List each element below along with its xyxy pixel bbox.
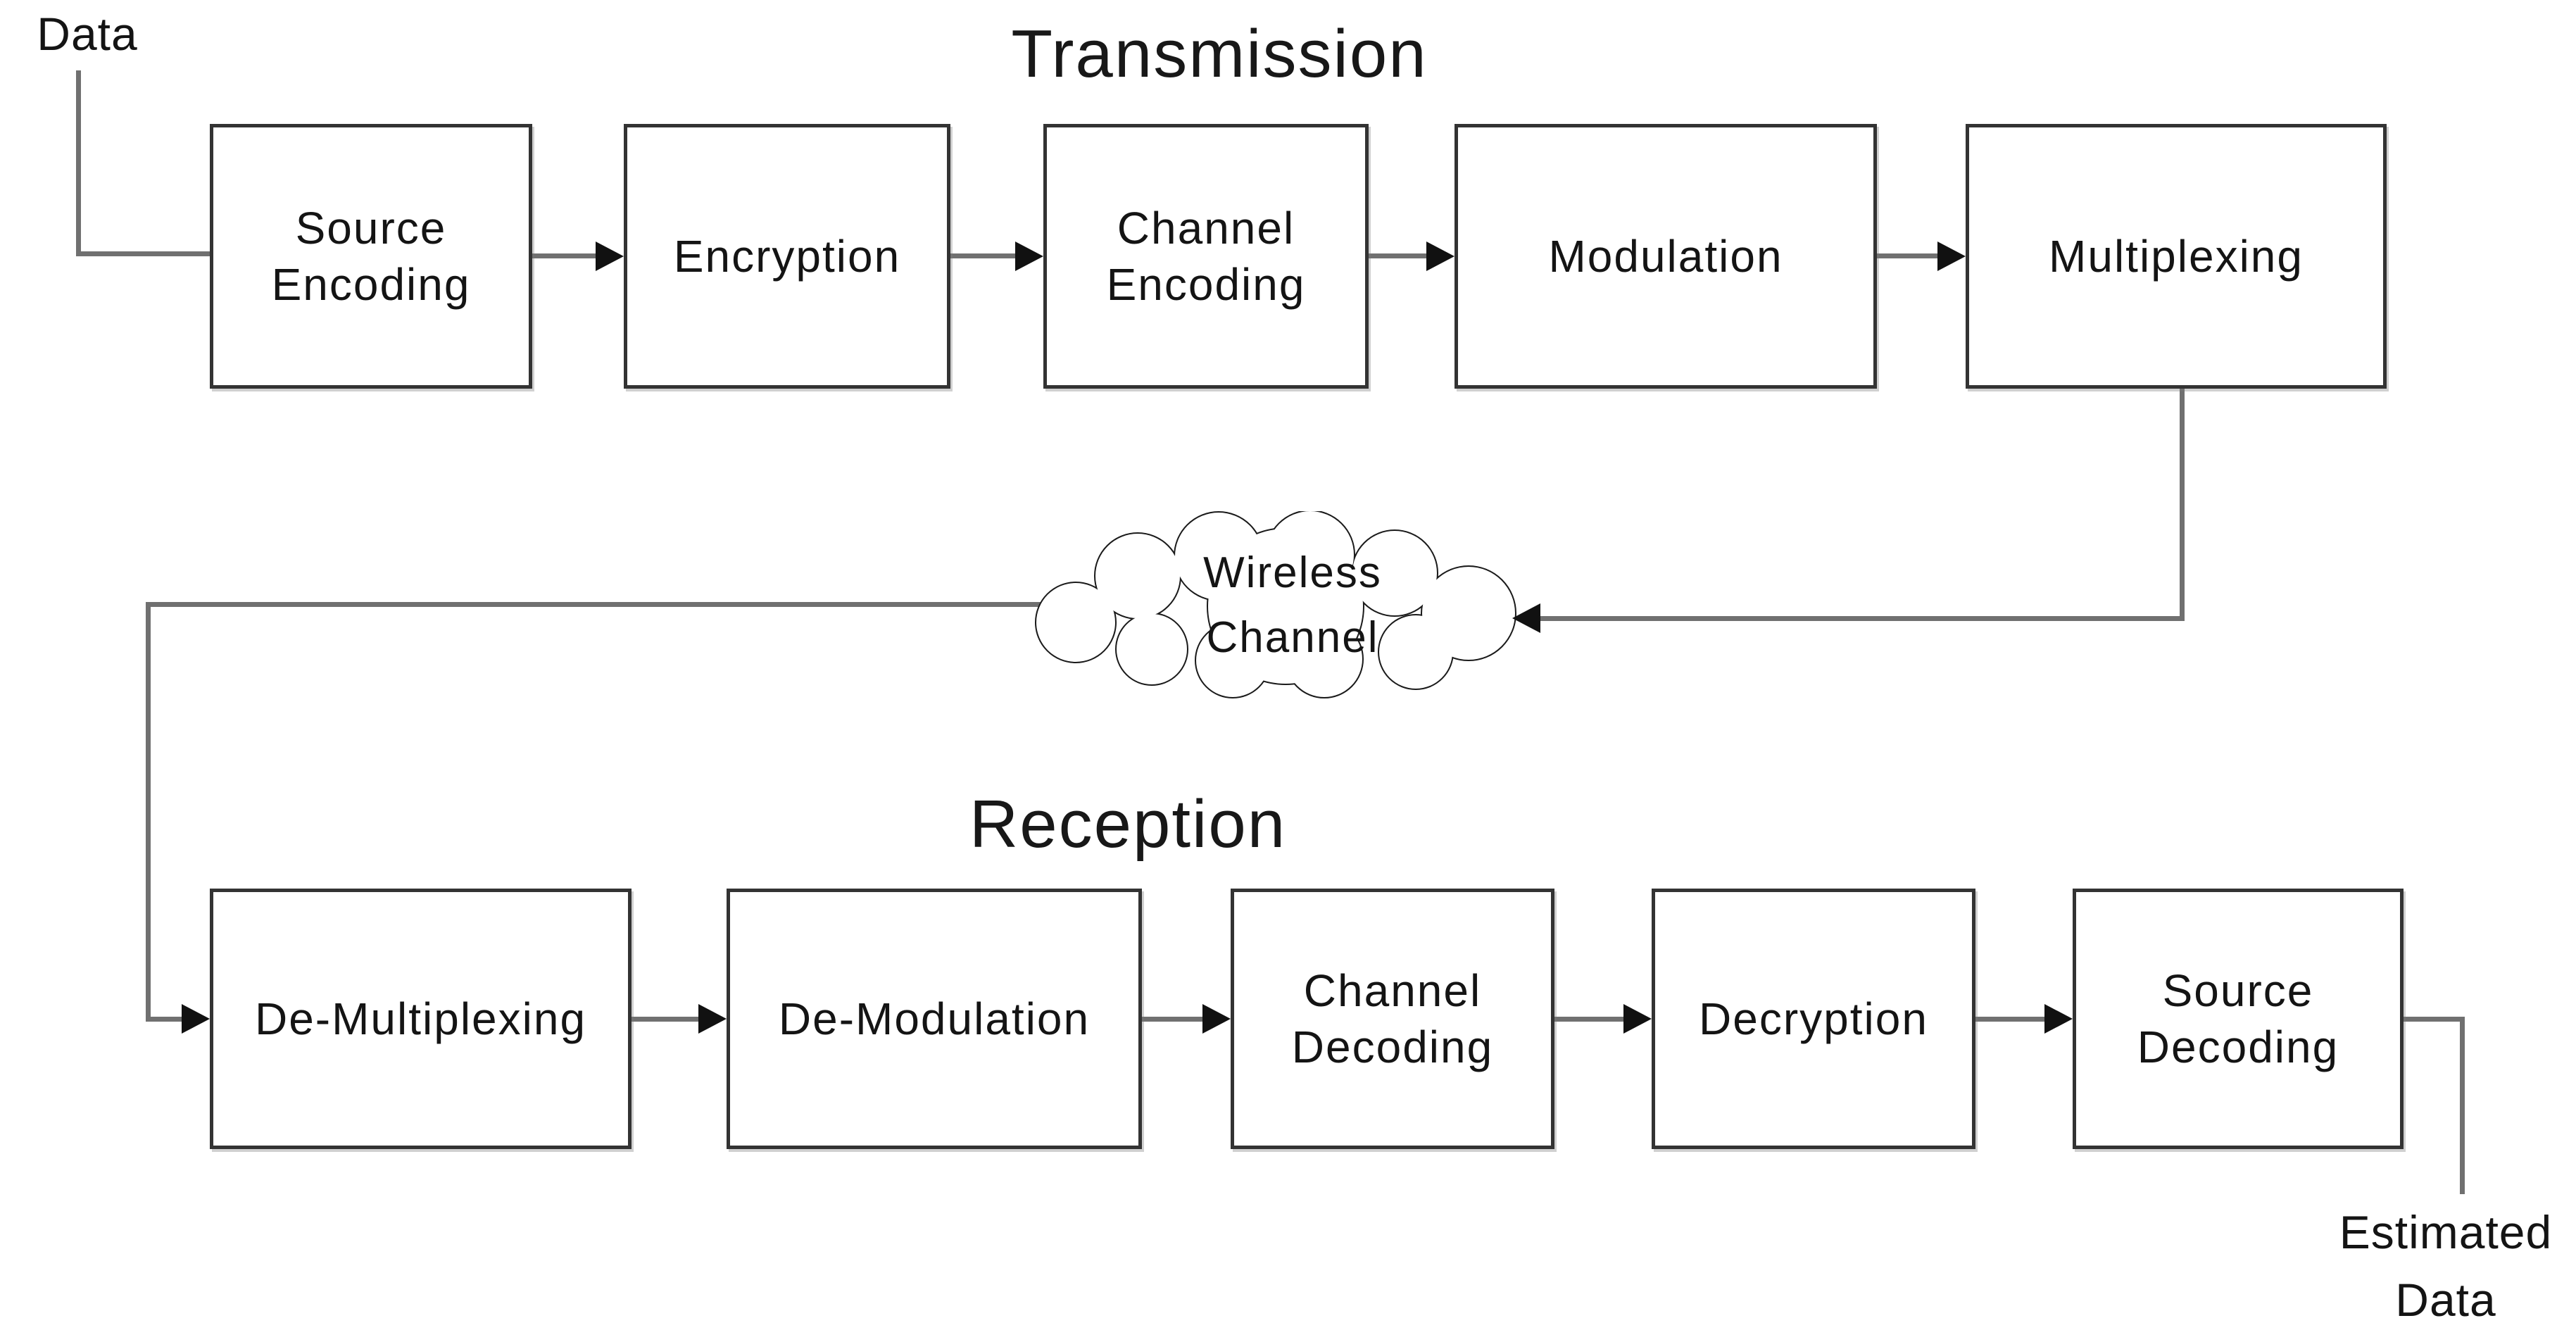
block-decryption: Decryption	[1652, 889, 1975, 1149]
arrow-shaft-demod-to-chdec	[1141, 1017, 1204, 1022]
data-input-label: Data	[37, 8, 138, 60]
connector-data-vertical	[76, 70, 81, 256]
connector-output-vertical	[2460, 1017, 2465, 1194]
block-source-encoding: Source Encoding	[210, 124, 532, 389]
block-channel-encoding: Channel Encoding	[1043, 124, 1369, 389]
block-channel-decoding: Channel Decoding	[1231, 889, 1554, 1149]
arrow-shaft-decryption-to-srcdec	[1974, 1017, 2046, 1022]
connector-cloud-out-horizontal	[146, 602, 1103, 607]
estimated-data-output-label: Estimated Data	[2339, 1206, 2553, 1326]
cloud-label-line1: Wireless	[1203, 548, 1382, 597]
arrow-shaft-into-demultiplexing	[146, 1017, 188, 1022]
block-de-modulation: De-Modulation	[727, 889, 1142, 1149]
arrowhead-channelenc-to-modulation	[1426, 242, 1455, 271]
arrowhead-chdec-to-decryption	[1623, 1004, 1652, 1034]
reception-title: Reception	[969, 786, 1287, 862]
arrowhead-into-demultiplexing	[182, 1004, 210, 1034]
arrowhead-demux-to-demod	[698, 1004, 727, 1034]
connector-output-horizontal	[2402, 1017, 2465, 1022]
connector-multiplexing-to-cloud	[1533, 616, 2185, 621]
connector-multiplexing-down	[2180, 387, 2185, 621]
arrowhead-demod-to-chdec	[1202, 1004, 1231, 1034]
arrow-shaft-channelenc-to-modulation	[1367, 253, 1429, 258]
block-multiplexing: Multiplexing	[1966, 124, 2387, 389]
arrow-shaft-chdec-to-decryption	[1553, 1017, 1625, 1022]
connector-cloud-out-vertical	[146, 602, 151, 1022]
transmission-title-text: Transmission	[1011, 16, 1428, 92]
block-encryption: Encryption	[624, 124, 950, 389]
arrowhead-modulation-to-multiplexing	[1937, 242, 1966, 271]
arrow-shaft-source-to-encryption	[531, 253, 598, 258]
arrowhead-into-cloud	[1512, 603, 1540, 633]
block-modulation: Modulation	[1455, 124, 1877, 389]
arrow-shaft-modulation-to-multiplexing	[1876, 253, 1940, 258]
arrow-shaft-demux-to-demod	[630, 1017, 700, 1022]
block-de-multiplexing: De-Multiplexing	[210, 889, 632, 1149]
cloud-label-line2: Channel	[1207, 613, 1379, 662]
wireless-channel-cloud: Wireless Channel	[1035, 511, 1516, 698]
connector-data-horizontal	[76, 251, 211, 256]
block-source-decoding: Source Decoding	[2073, 889, 2404, 1149]
arrow-shaft-encryption-to-channelenc	[949, 253, 1018, 258]
arrowhead-source-to-encryption	[596, 242, 624, 271]
arrowhead-encryption-to-channelenc	[1015, 242, 1043, 271]
arrowhead-decryption-to-srcdec	[2044, 1004, 2073, 1034]
